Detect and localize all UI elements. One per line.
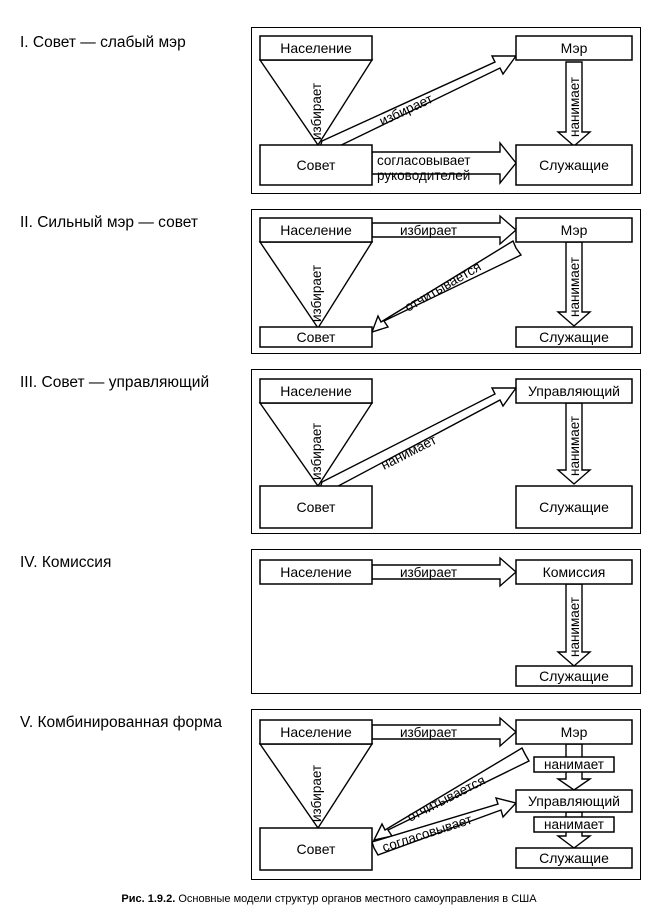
s1-box-mayor: [515, 35, 633, 61]
s5-report-arrow: [372, 747, 530, 842]
s2-box-council-label: Совет: [297, 329, 336, 345]
s4-box-commission: [515, 559, 633, 585]
s4-box-employees: [515, 665, 633, 687]
s3-box-employees-label: Служащие: [539, 499, 609, 515]
s1-label-hires: нанимает: [567, 77, 582, 137]
s1-label-managers: руководителей: [377, 168, 470, 183]
s1-box-population: [259, 35, 373, 61]
s5-box-population-label: Население: [280, 724, 352, 740]
s1-label-elects-vertical: избирает: [309, 83, 324, 140]
s5-box-council-label: Совет: [297, 841, 336, 857]
s2-label-reports: отчитывается: [402, 259, 484, 315]
s5-hires-tag-2: [533, 816, 615, 833]
s2-box-population-label: Население: [280, 222, 352, 238]
s2-label-elects-horizontal: избирает: [400, 223, 457, 238]
s1-down-arrow: [556, 61, 592, 147]
s5-hires-tag-1: [533, 756, 615, 773]
s4-box-population-label: Население: [280, 564, 352, 580]
s1-right-arrow: [371, 141, 517, 185]
s2-box-employees: [515, 326, 633, 348]
s1-box-population-label: Население: [280, 40, 352, 56]
s4-box-population: [259, 559, 373, 585]
s1-label-elects-diag: избирает: [377, 91, 435, 129]
s3-box-population: [259, 378, 373, 404]
section-1-title: I. Совет — слабый мэр: [20, 34, 186, 51]
section-2-diagram: Население Мэр Совет Служащие избирает из…: [258, 214, 633, 348]
s4-label-elects: избирает: [400, 565, 457, 580]
s3-label-hires-vertical: нанимает: [567, 416, 582, 476]
s5-box-manager: [515, 789, 633, 813]
s1-box-council: [259, 144, 373, 186]
s4-box-employees-label: Служащие: [539, 668, 609, 684]
s1-box-mayor-label: Мэр: [561, 40, 588, 56]
section-4-title: IV. Комиссия: [20, 554, 112, 571]
s4-right-arrow: [371, 556, 518, 588]
figure-caption-number: Рис. 1.9.2.: [121, 893, 176, 905]
s5-right-arrow: [371, 716, 518, 748]
s3-down-arrow: [556, 402, 592, 485]
s2-label-elects-vertical: избирает: [309, 265, 324, 322]
section-4-diagram: Население Комиссия Служащие избирает нан…: [259, 556, 633, 687]
s4-label-hires: нанимает: [567, 597, 582, 657]
s5-box-population: [259, 719, 373, 745]
s5-box-mayor-label: Мэр: [561, 724, 588, 740]
s2-box-mayor-label: Мэр: [561, 222, 588, 238]
s2-down-arrow: [556, 241, 592, 327]
s5-label-elects-vertical: избирает: [309, 765, 324, 822]
s5-box-council: [259, 827, 373, 871]
section-1-diagram: Население Мэр Совет Служащие избирает из…: [258, 35, 633, 186]
s1-box-employees: [515, 144, 633, 186]
s5-label-hires-1: нанимает: [544, 757, 604, 772]
s5-box-mayor: [515, 719, 633, 745]
s1-label-agrees: согласовывает: [377, 153, 470, 168]
s2-box-council: [259, 326, 373, 348]
s1-box-council-label: Совет: [297, 157, 336, 173]
s5-label-hires-2: нанимает: [544, 817, 604, 832]
s3-box-council: [259, 485, 373, 529]
section-2-title: II. Сильный мэр — совет: [20, 214, 198, 231]
figure-caption: Рис. 1.9.2. Основные модели структур орг…: [0, 893, 658, 905]
figure-caption-text: Основные модели структур органов местног…: [178, 893, 537, 905]
s3-box-population-label: Население: [280, 383, 352, 399]
s5-box-employees: [515, 847, 633, 869]
s2-box-population: [259, 217, 373, 243]
s5-box-employees-label: Служащие: [539, 850, 609, 866]
s4-box-commission-label: Комиссия: [543, 564, 606, 580]
section-3-title: III. Совет — управляющий: [20, 374, 210, 391]
s3-box-employees: [515, 485, 633, 529]
s3-box-manager-label: Управляющий: [528, 383, 620, 399]
section-3-diagram: Население Управляющий Совет Служащие изб…: [258, 378, 633, 529]
s3-label-elects-vertical: избирает: [309, 423, 324, 480]
s3-box-council-label: Совет: [297, 499, 336, 515]
section-5-title: V. Комбинированная форма: [20, 714, 223, 731]
s2-label-hires: нанимает: [567, 257, 582, 317]
s1-box-employees-label: Служащие: [539, 157, 609, 173]
s3-box-manager: [515, 378, 633, 404]
s4-down-arrow: [556, 583, 592, 667]
section-5-diagram: Население Мэр Управляющий Совет Служащие…: [258, 716, 633, 871]
s2-box-mayor: [515, 217, 633, 243]
s5-box-manager-label: Управляющий: [528, 793, 620, 809]
s2-right-arrow: [371, 214, 518, 246]
s2-box-employees-label: Служащие: [539, 329, 609, 345]
s5-label-agrees: согласовывает: [380, 812, 474, 855]
s5-label-elects-horizontal: избирает: [400, 725, 457, 740]
